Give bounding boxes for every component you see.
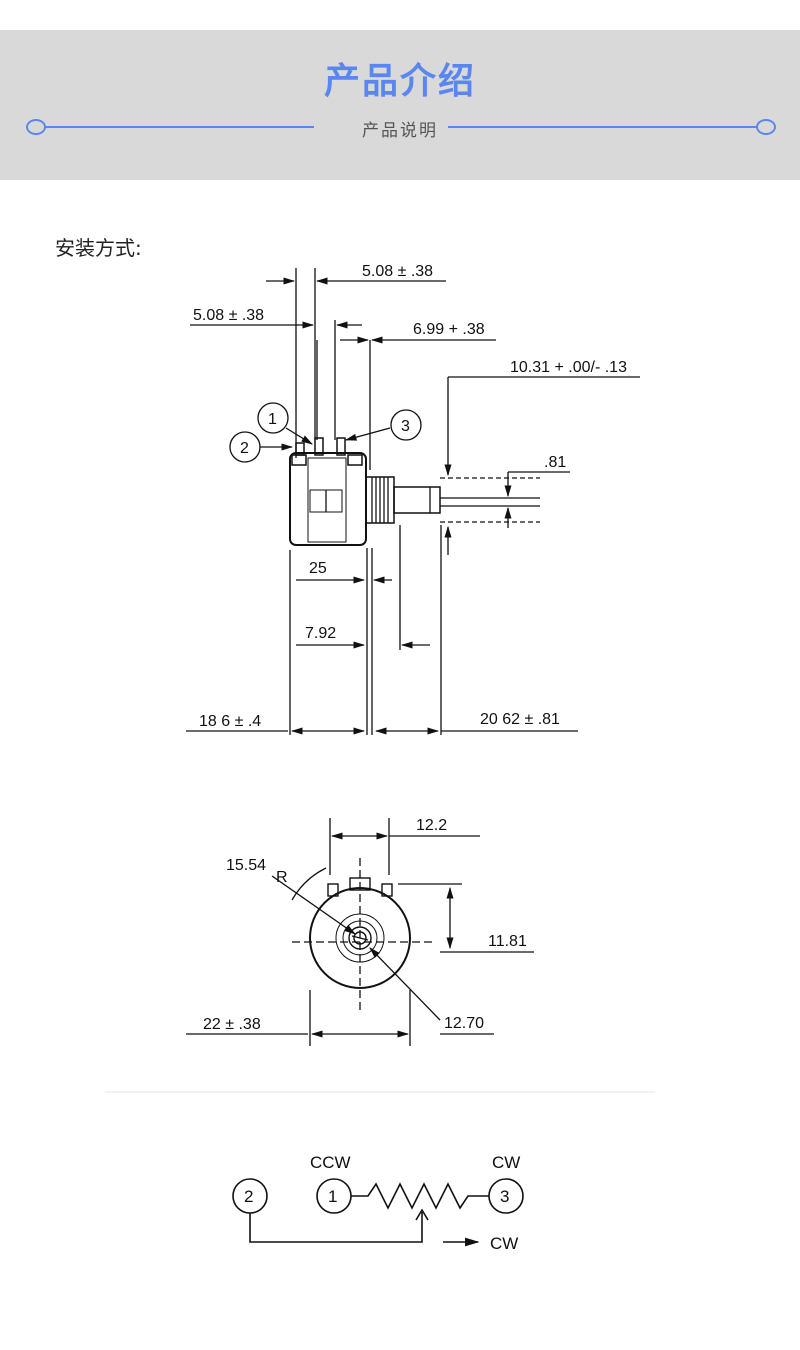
front-view-labels: 12.2 15.54 R 11.81 22 ± .38 12.70 bbox=[203, 817, 527, 1033]
mounting-method-label: 安装方式: bbox=[55, 236, 142, 260]
right-divider-line bbox=[448, 126, 760, 128]
schematic-labels: CCW CW CW 2 1 3 bbox=[244, 1153, 520, 1253]
node-2-label: 2 bbox=[244, 1187, 253, 1206]
pin-1-label: 1 bbox=[268, 411, 277, 428]
node-3-label: 3 bbox=[500, 1187, 509, 1206]
cw-label: CW bbox=[492, 1153, 520, 1172]
left-divider-end-icon bbox=[26, 119, 46, 135]
dim-bushing-length: 7.92 bbox=[305, 625, 336, 642]
schematic-drawing bbox=[232, 1178, 524, 1247]
dim-pin-span: 12.2 bbox=[416, 817, 447, 834]
ccw-label: CCW bbox=[310, 1153, 351, 1172]
dim-shaft-length: 20 62 ± .81 bbox=[480, 711, 560, 728]
front-view-drawing bbox=[186, 818, 534, 1046]
dim-body-diameter: 22 ± .38 bbox=[203, 1016, 261, 1033]
cw-arrow-label: CW bbox=[490, 1234, 518, 1253]
pin-2-label: 2 bbox=[240, 440, 249, 457]
page-title: 产品介绍 bbox=[323, 61, 476, 102]
header-banner: 产品介绍 产品说明 bbox=[0, 30, 800, 180]
side-view-labels: 5.08 ± .38 5.08 ± .38 6.99 + .38 10.31 +… bbox=[193, 263, 627, 730]
dim-top-pin-pitch: 5.08 ± .38 bbox=[362, 263, 433, 280]
dim-shaft-diameter: 10.31 + .00/- .13 bbox=[510, 359, 627, 376]
left-divider-line bbox=[44, 126, 314, 128]
pin-3-label: 3 bbox=[401, 418, 410, 435]
right-divider-end-icon bbox=[756, 119, 776, 135]
side-view-drawing bbox=[186, 268, 640, 735]
dim-shaft: 12.70 bbox=[444, 1015, 484, 1032]
dim-radius: 15.54 bbox=[226, 857, 266, 874]
node-1-label: 1 bbox=[328, 1187, 337, 1206]
page-subtitle: 产品说明 bbox=[362, 121, 438, 141]
dim-body-length: 18 6 ± .4 bbox=[199, 713, 261, 730]
dim-pin-to-shaft: 6.99 + .38 bbox=[413, 321, 485, 338]
radius-symbol: R bbox=[276, 869, 288, 886]
dim-height: 11.81 bbox=[488, 933, 527, 950]
dim-left-pin-pitch: 5.08 ± .38 bbox=[193, 307, 264, 324]
dim-flat: .81 bbox=[544, 454, 566, 471]
dim-bushing: 25 bbox=[309, 560, 327, 577]
